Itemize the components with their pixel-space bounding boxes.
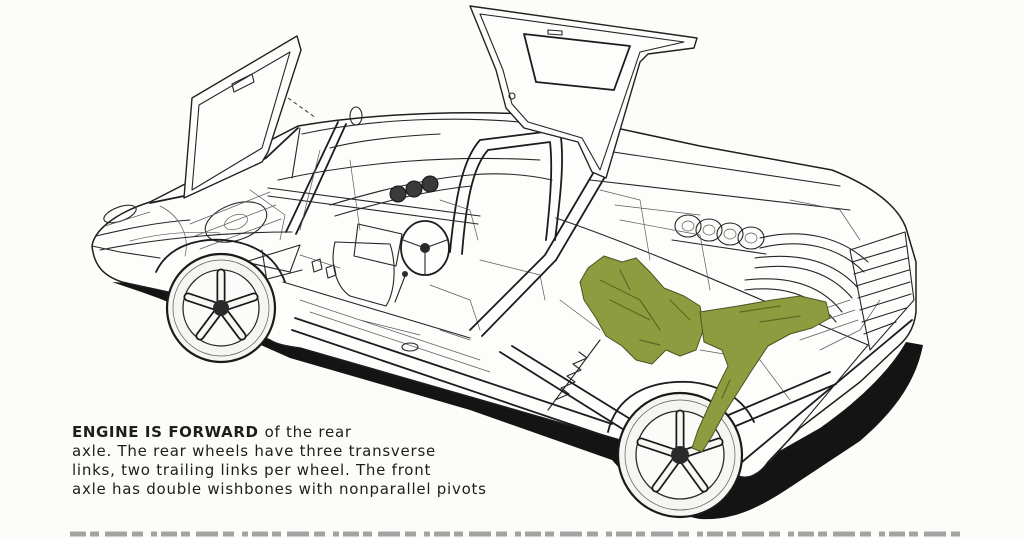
rear-face-edge [769, 344, 869, 463]
steering-spokes [402, 239, 448, 276]
door-window [523, 33, 631, 91]
caption-line-2: axle. The rear wheels have three transve… [72, 442, 436, 460]
dashboard [329, 174, 473, 217]
door-hinge-bolt [508, 92, 516, 100]
gear-knob [402, 271, 408, 277]
a-pillar-far [291, 127, 301, 179]
seat-backrest [353, 223, 403, 267]
caption-line-1: ENGINE IS FORWARD of the rear [72, 423, 487, 442]
caption-line-3: links, two trailing links per wheel. The… [72, 461, 432, 479]
door-handle [547, 29, 563, 36]
gauge-center [405, 180, 423, 198]
door-bottom-line [282, 281, 471, 339]
a-pillar-near [285, 121, 347, 235]
near-side-structure [282, 169, 869, 438]
transmission-and-driveshaft [691, 295, 831, 453]
cockpit-detail-lines [299, 149, 546, 373]
side-sill-tube [291, 317, 613, 438]
hood-inner-frame [191, 51, 291, 191]
cockpit [299, 149, 546, 373]
seat-cushion [332, 241, 395, 307]
windshield-cowl [277, 157, 541, 181]
rear-tail [741, 231, 915, 463]
door-inner-frame [479, 13, 685, 171]
intake-stack-4 [737, 226, 765, 250]
engine-detail [599, 269, 691, 346]
engine-and-drivetrain [579, 255, 831, 453]
front-wheel-arch [155, 238, 286, 283]
exhaust-headers [744, 233, 869, 323]
roof-tube [329, 133, 553, 181]
coil-spring [554, 351, 588, 401]
engine-bay [559, 149, 881, 401]
front-section [91, 127, 303, 301]
roof-and-windshield [267, 106, 563, 255]
intake-stack-2 [695, 218, 723, 242]
intake-stack-1 [674, 214, 702, 238]
gauge-right [421, 175, 439, 193]
gauge-left [389, 185, 407, 203]
rear-bumper-edge [741, 319, 913, 463]
hood-stay [287, 97, 317, 119]
rear-hub [671, 446, 689, 464]
roll-cage-side-tube [267, 187, 481, 225]
engine [579, 255, 705, 365]
caption-lead: ENGINE IS FORWARD [72, 423, 259, 441]
caption-lead-rest: of the rear [264, 423, 352, 441]
figure-caption: ENGINE IS FORWARD of the rear axle. The r… [72, 423, 487, 499]
tail-panel [849, 231, 915, 351]
deck-far-edge [589, 149, 851, 211]
rear-view-mirror [349, 106, 363, 126]
rear-wheel-arch [607, 381, 755, 433]
b-pillar-near [469, 169, 607, 337]
trailing-links [499, 345, 649, 441]
pedals [311, 258, 337, 279]
tail-slats [851, 245, 912, 335]
front-hub [213, 300, 229, 316]
gullwing-door-open [469, 5, 698, 179]
front-nose-lip [91, 219, 191, 259]
front-hood-open [183, 35, 317, 199]
spare-wheel [204, 201, 268, 243]
damper [547, 339, 601, 411]
sill-badge [401, 342, 419, 352]
transmission-detail [721, 305, 801, 399]
spare-wheel-hub [224, 213, 248, 231]
hood-panel [183, 35, 302, 199]
hood-latch [231, 73, 255, 93]
caption-line-4: axle has double wishbones with nonparall… [72, 480, 487, 498]
intake-stack-3 [716, 222, 744, 246]
front-tire-tread [172, 259, 270, 357]
near-rear-crest [555, 217, 869, 346]
gear-lever [394, 275, 406, 303]
door-panel [469, 5, 698, 179]
rear-tire-tread [624, 399, 736, 511]
front-fender-top [99, 231, 293, 251]
front-rim-spokes [185, 270, 257, 339]
intake-stack-inner [681, 220, 758, 244]
intake-base [671, 239, 767, 255]
front-wheel [165, 252, 277, 364]
front-radiator-lines [104, 189, 286, 257]
roll-hoop [449, 129, 563, 255]
